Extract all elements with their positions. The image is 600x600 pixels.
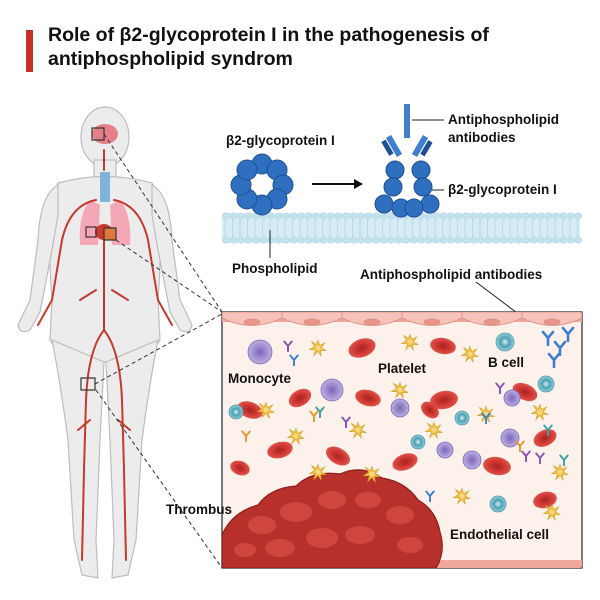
label-thrombus: Thrombus [166, 502, 232, 517]
red-blood-cell [483, 456, 511, 476]
monocyte [462, 450, 482, 470]
blood-vessel [221, 311, 583, 569]
b-cell [495, 332, 515, 352]
red-blood-cell [230, 460, 250, 476]
human-body [17, 106, 193, 579]
red-blood-cell [267, 441, 293, 459]
label-b2gpi-right: β2-glycoprotein I [448, 182, 557, 197]
red-blood-cell [421, 401, 439, 419]
label-antibodies-top-2: antibodies [448, 130, 516, 145]
label-endothelial-cell: Endothelial cell [450, 527, 550, 542]
b-cell [489, 495, 507, 513]
b-cell [537, 375, 555, 393]
monocyte [503, 389, 521, 407]
monocyte [390, 398, 410, 418]
b-cell [228, 404, 244, 420]
title-accent-bar [26, 30, 33, 72]
label-b2gpi-left: β2-glycoprotein I [226, 133, 335, 148]
monocyte [436, 441, 454, 459]
red-blood-cell [430, 337, 456, 355]
label-b-cell: B cell [488, 355, 525, 370]
title-line-2: antiphospholipid syndrom [48, 48, 293, 71]
red-blood-cell [348, 338, 376, 358]
label-antibodies-mid: Antiphospholipid antibodies [360, 267, 543, 282]
antiphospholipid-antibody [381, 104, 433, 158]
red-blood-cell [533, 429, 557, 447]
zoom-lines [94, 133, 223, 569]
red-blood-cell [392, 453, 418, 471]
red-blood-cell [355, 389, 381, 407]
red-blood-cell [326, 446, 350, 466]
b-cell [410, 434, 426, 450]
monocyte [500, 428, 520, 448]
figure-title: Role of β2-glycoprotein I in the pathoge… [48, 23, 489, 72]
monocyte [247, 339, 273, 365]
title-line-1: Role of β2-glycoprotein I in the pathoge… [48, 24, 489, 46]
red-blood-cell [237, 401, 263, 419]
b2-glycoprotein-bound [374, 160, 440, 218]
phospholipid-membrane [222, 212, 582, 244]
red-blood-cell [533, 491, 557, 509]
monocyte [320, 378, 344, 402]
b-cell [454, 410, 470, 426]
label-platelet: Platelet [378, 361, 427, 376]
b2-glycoprotein-ring [230, 153, 294, 216]
red-blood-cell [288, 388, 312, 408]
red-blood-cell [430, 390, 458, 410]
transition-arrow [312, 179, 363, 189]
label-antibodies-top-1: Antiphospholipid [448, 112, 559, 127]
label-phospholipid: Phospholipid [232, 261, 318, 276]
label-monocyte: Monocyte [228, 371, 292, 386]
